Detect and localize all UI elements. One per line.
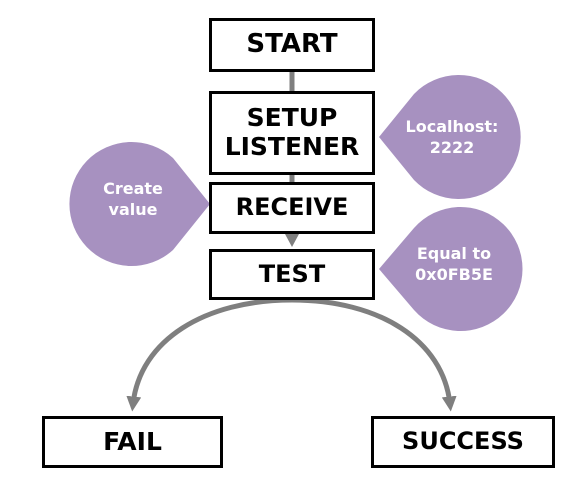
start-label: START xyxy=(246,29,338,60)
localhost-callout-text: Localhost: 2222 xyxy=(392,117,512,159)
success-box: SUCCESS xyxy=(371,416,555,468)
callout-bubble-create-value xyxy=(69,142,210,266)
callout-bubble-localhost xyxy=(379,74,521,199)
branch-arrow-fail xyxy=(126,297,293,412)
connector-receive-test-arrow xyxy=(285,234,299,247)
localhost-line2: 2222 xyxy=(429,137,475,157)
localhost-line1: Localhost: xyxy=(405,117,499,136)
equal-to-line1: Equal to xyxy=(416,244,492,263)
branch-arrow-success xyxy=(291,297,457,412)
success-label: SUCCESS xyxy=(402,427,524,456)
create-value-line2: value xyxy=(108,199,158,219)
setup-label-line2: LISTENER xyxy=(224,132,360,161)
callout-bubble-equal-to xyxy=(379,207,523,332)
setup-label-line1: SETUP xyxy=(246,103,338,133)
fail-label: FAIL xyxy=(103,426,162,456)
create-value-line1: Create xyxy=(103,179,163,198)
start-box: START xyxy=(209,18,375,72)
receive-box: RECEIVE xyxy=(209,182,375,234)
equal-to-callout-text: Equal to 0x0FB5E xyxy=(396,244,512,286)
setup-listener-box: SETUP LISTENER xyxy=(209,91,375,175)
create-value-callout-text: Create value xyxy=(78,179,188,221)
equal-to-line2: 0x0FB5E xyxy=(415,264,493,284)
fail-box: FAIL xyxy=(42,416,223,468)
test-box: TEST xyxy=(209,249,375,300)
test-label: TEST xyxy=(258,259,326,288)
receive-label: RECEIVE xyxy=(235,193,349,222)
